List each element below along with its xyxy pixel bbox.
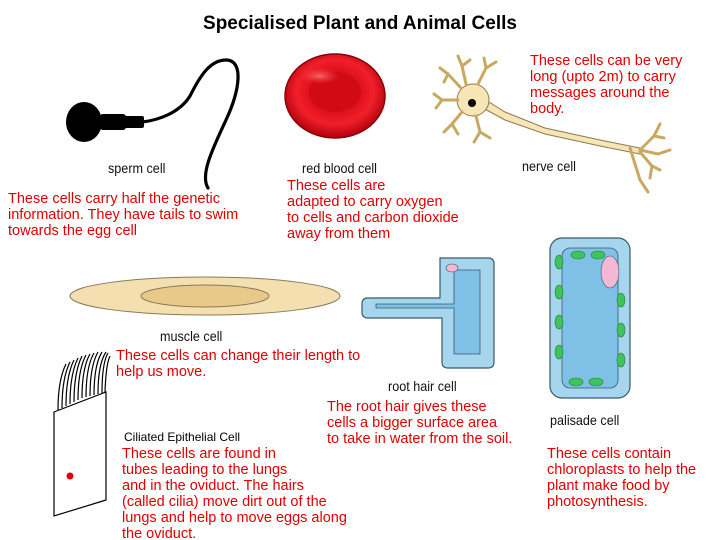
muscle-cell-description: These cells can change their length to h… xyxy=(116,348,361,380)
sperm-cell-description: These cells carry half the genetic infor… xyxy=(8,191,239,239)
muscle-cell-label: muscle cell xyxy=(160,328,223,344)
muscle-cell-illustration xyxy=(69,276,341,316)
red-blood-cell-illustration xyxy=(284,53,386,139)
palisade-cell-illustration xyxy=(549,237,631,399)
nerve-cell-description: These cells can be very long (upto 2m) t… xyxy=(530,53,683,117)
palisade-cell-label: palisade cell xyxy=(550,412,620,428)
ciliated-epithelial-cell-illustration xyxy=(53,351,111,517)
ciliated-epithelial-cell-description: These cells are found in tubes leading t… xyxy=(122,446,347,540)
red-blood-cell-label: red blood cell xyxy=(302,160,377,176)
palisade-cell-description: These cells contain chloroplasts to help… xyxy=(547,446,697,510)
nerve-cell-label: nerve cell xyxy=(522,158,576,174)
page-title: Specialised Plant and Animal Cells xyxy=(203,13,517,34)
root-hair-cell-illustration xyxy=(361,257,495,369)
sperm-cell-label: sperm cell xyxy=(108,160,166,176)
nerve-cell-illustration xyxy=(432,54,672,194)
root-hair-cell-description: The root hair gives these cells a bigger… xyxy=(327,399,513,447)
sperm-cell-illustration xyxy=(66,58,240,190)
ciliated-epithelial-cell-label: Ciliated Epithelial Cell xyxy=(124,430,241,444)
red-blood-cell-description: These cells are adapted to carry oxygen … xyxy=(287,178,459,242)
root-hair-cell-label: root hair cell xyxy=(388,378,457,394)
